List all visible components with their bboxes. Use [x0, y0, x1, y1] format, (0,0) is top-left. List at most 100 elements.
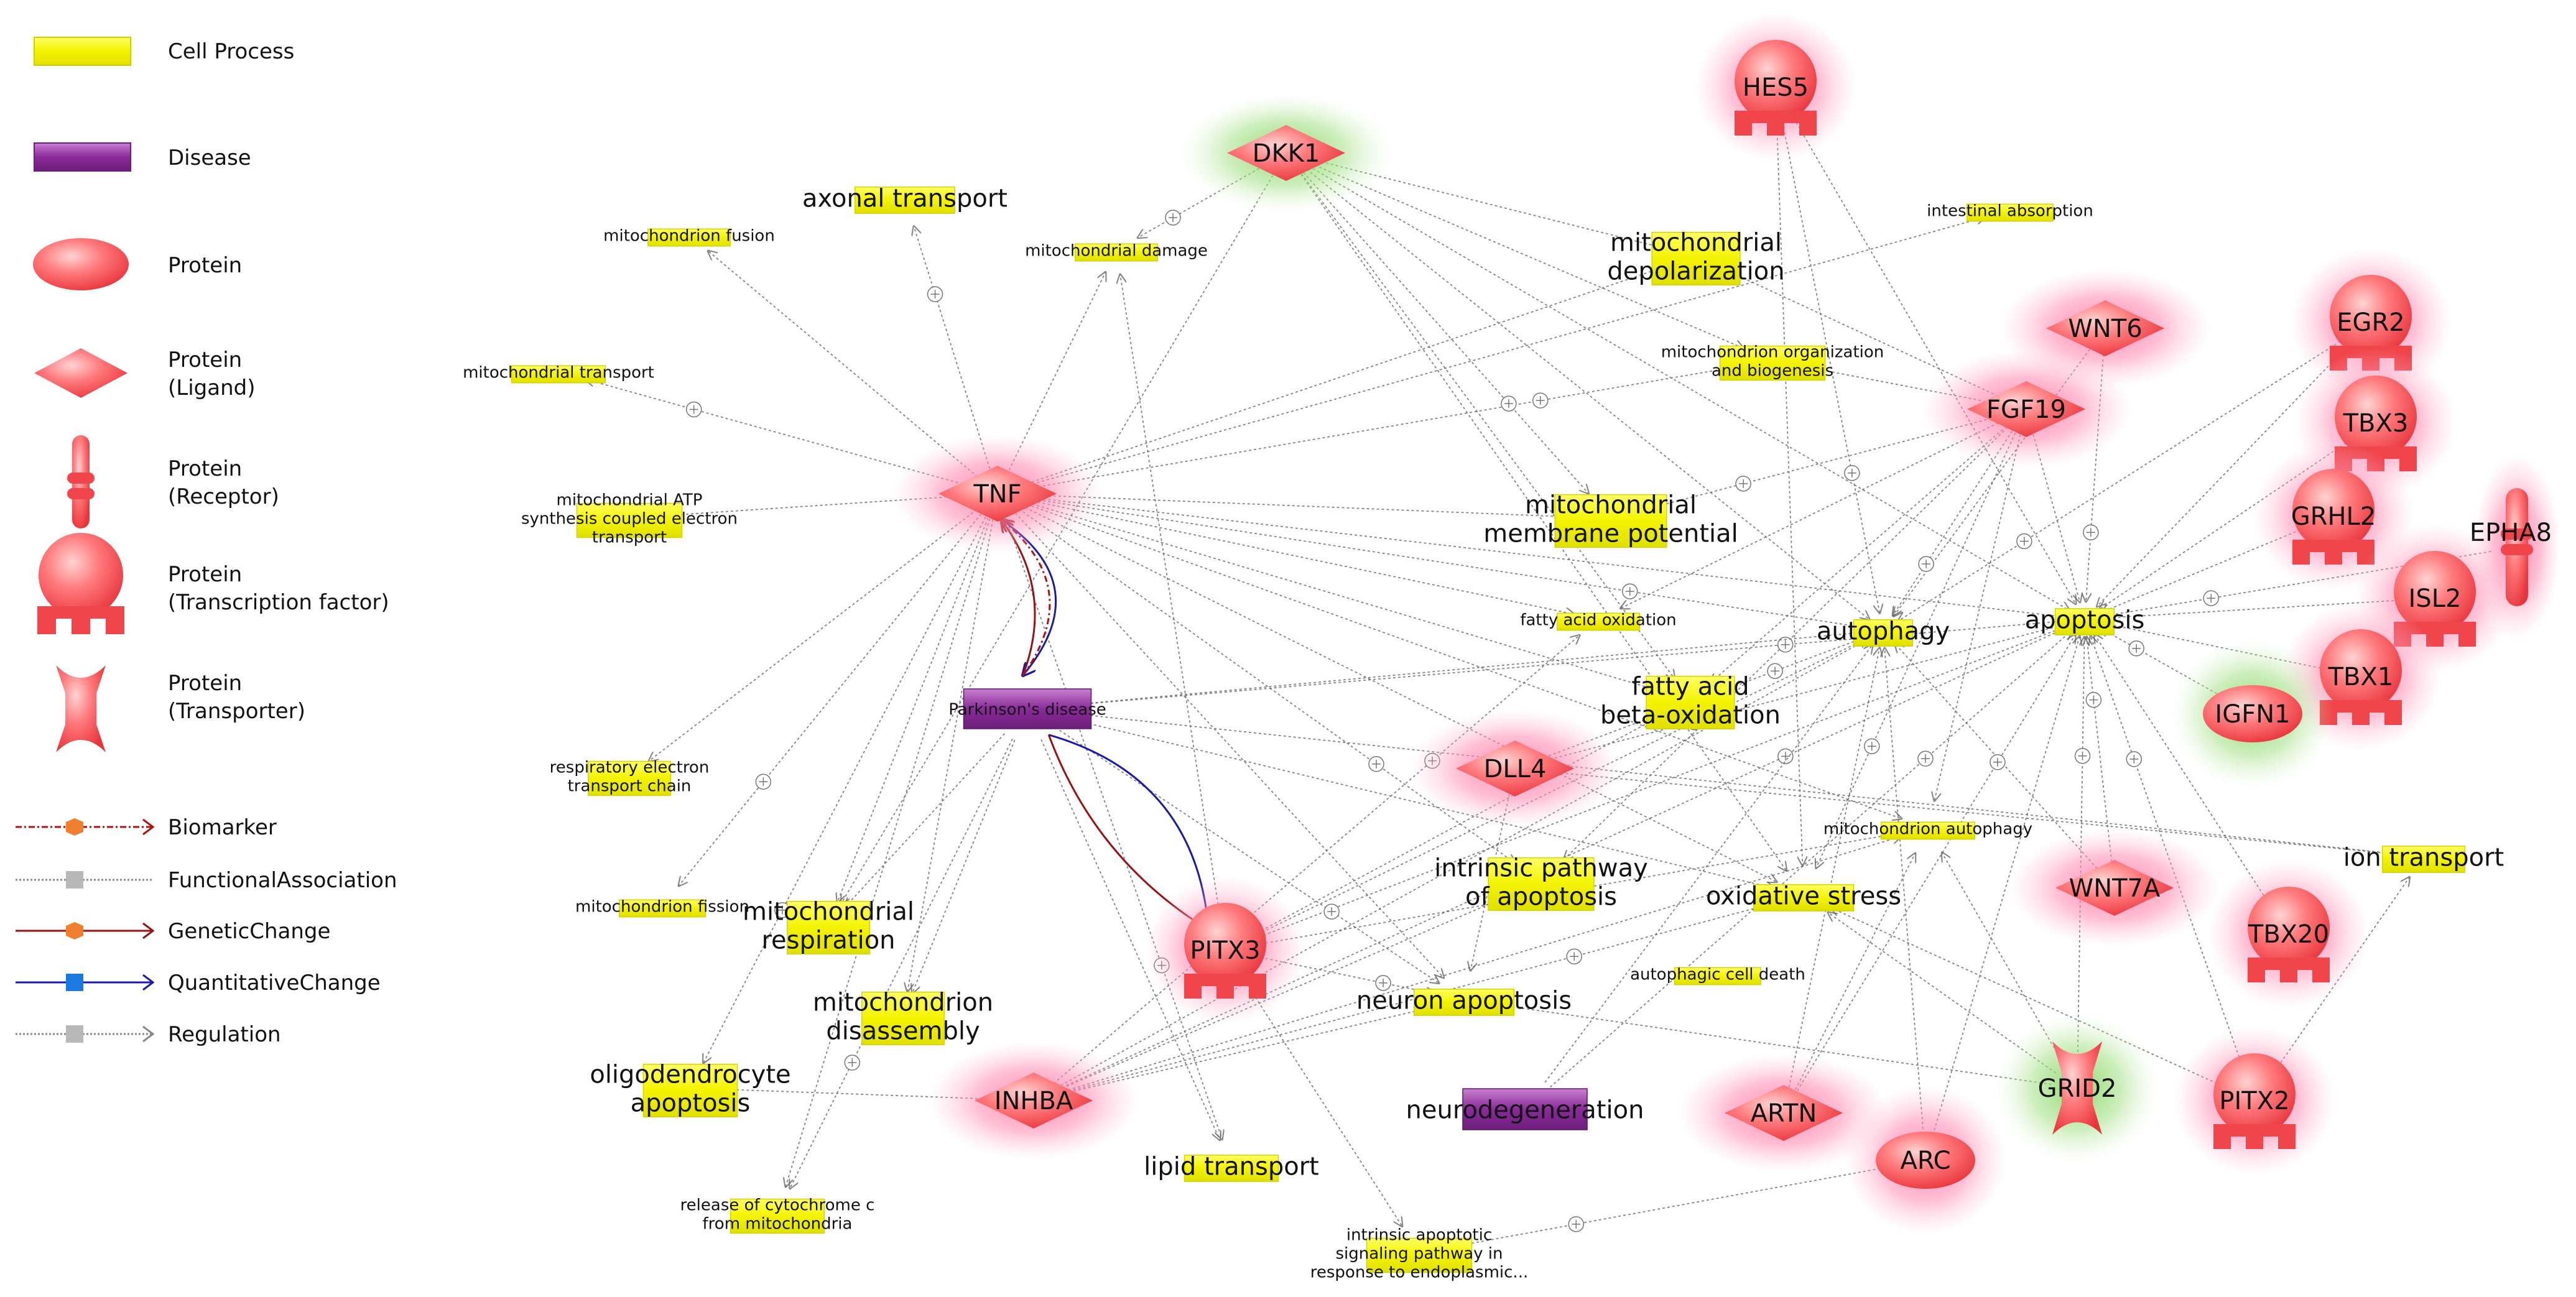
legend-protein-label: Protein — [168, 253, 242, 278]
ligand-shape — [1967, 381, 2085, 437]
legend-genetic: GeneticChange — [16, 919, 330, 944]
process-axonal-transport[interactable]: axonal transport — [802, 184, 1008, 214]
process-autophagy[interactable]: autophagy — [1817, 617, 1950, 647]
protein-label: EGR2 — [2337, 308, 2405, 337]
process-lipid-transport[interactable]: lipid transport — [1144, 1152, 1319, 1182]
process-fatty-acid-oxidation[interactable]: fatty acid oxidation — [1520, 611, 1677, 631]
plus-marker — [1777, 637, 1794, 653]
edge-regulation — [912, 739, 1016, 993]
process-label: response to endoplasmic... — [1310, 1263, 1528, 1281]
process-box — [576, 502, 683, 538]
protein-tnf[interactable]: TNF — [892, 435, 1103, 553]
protein-hes5[interactable]: HES5 — [1695, 12, 1856, 162]
edge-regulation — [1238, 971, 1402, 1226]
process-mitochondrion-autophagy[interactable]: mitochondrion autophagy — [1823, 819, 2032, 840]
plus-marker — [1777, 748, 1794, 765]
protein-label: HES5 — [1743, 73, 1809, 102]
process-label: apoptosis — [2025, 606, 2145, 634]
protein-inhba[interactable]: INHBA — [928, 1041, 1139, 1160]
process-neuron-apoptosis[interactable]: neuron apoptosis — [1356, 986, 1572, 1016]
edge-regulation — [1306, 168, 1869, 619]
tf-shape — [2394, 551, 2476, 633]
tf-shape — [2292, 469, 2374, 551]
edge-regulation — [785, 518, 991, 1187]
process-mitochondrial-damage[interactable]: mitochondrial damage — [1025, 241, 1208, 262]
protein-egr2[interactable]: EGR2 — [2290, 247, 2452, 397]
process-oxidative-stress[interactable]: oxidative stress — [1706, 882, 1901, 912]
protein-tbx20[interactable]: TBX20 — [2208, 859, 2370, 1009]
protein-label: WNT6 — [2068, 315, 2142, 343]
protein-dll4[interactable]: DLL4 — [1409, 709, 1621, 828]
legend-quantitative-label: QuantitativeChange — [168, 971, 381, 995]
legend-disease-swatch — [34, 142, 131, 172]
process-box — [588, 760, 671, 796]
disease-parkinsons-disease[interactable]: Parkinson's disease — [948, 688, 1106, 729]
protein-isl2[interactable]: ISL2 — [2354, 524, 2516, 673]
edge-regulation — [1022, 217, 1985, 487]
tf-shape — [2248, 887, 2330, 969]
process-label: mitochondrial — [743, 897, 914, 926]
process-box — [861, 991, 945, 1046]
disease-neurodegeneration[interactable]: neurodegeneration — [1406, 1088, 1644, 1130]
process-ion-transport[interactable]: ion transport — [2343, 843, 2504, 873]
protein-label: DLL4 — [1484, 755, 1547, 783]
edge-regulation — [1021, 504, 1777, 882]
disease-label: neurodegeneration — [1406, 1096, 1644, 1124]
protein-tbx1[interactable]: TBX1 — [2280, 602, 2442, 751]
process-box — [1646, 675, 1735, 730]
process-label: mitochondrial ATP — [557, 491, 703, 509]
protein-label: ISL2 — [2409, 584, 2462, 613]
legend-genetic-label: GeneticChange — [168, 919, 330, 944]
ligand-shape — [1227, 125, 1345, 181]
protein-artn[interactable]: ARTN — [1678, 1054, 1889, 1172]
process-label: from mitochondria — [703, 1214, 853, 1233]
ligand-shape — [938, 466, 1057, 522]
process-apoptosis[interactable]: apoptosis — [2025, 606, 2145, 635]
process-mitochondrial-transport[interactable]: mitochondrial transport — [463, 363, 654, 384]
protein-pitx2[interactable]: PITX2 — [2174, 1026, 2335, 1175]
legend-cell-process-swatch — [34, 37, 131, 66]
protein-igfn1[interactable]: IGFN1 — [2172, 639, 2333, 788]
legend-receptor: Protein (Receptor) — [67, 435, 279, 528]
protein-arc[interactable]: ARC — [1845, 1086, 2006, 1235]
process-box — [619, 899, 706, 918]
edge-regulation — [1621, 420, 2003, 609]
process-label: signaling pathway in — [1335, 1244, 1503, 1263]
process-label: and biogenesis — [1712, 361, 1833, 380]
protein-label: IGFN1 — [2215, 700, 2290, 729]
process-label: synthesis coupled electron — [521, 509, 738, 528]
protein-shape — [1876, 1132, 1975, 1189]
protein-dkk1[interactable]: DKK1 — [1180, 94, 1392, 212]
protein-fgf19[interactable]: FGF19 — [1920, 350, 2132, 468]
edge-regulation — [907, 519, 994, 992]
protein-grid2[interactable]: GRID2 — [1996, 1013, 2158, 1163]
legend-disease-label: Disease — [168, 145, 251, 170]
process-label: mitochondrial damage — [1025, 241, 1208, 260]
process-mitochondrion-fission[interactable]: mitochondrion fission — [575, 897, 749, 918]
protein-label: PITX2 — [2219, 1087, 2289, 1115]
plus-marker — [2128, 640, 2144, 657]
protein-pitx3[interactable]: PITX3 — [1144, 875, 1306, 1025]
edge-regulation — [2094, 634, 2275, 913]
protein-wnt7a[interactable]: WNT7A — [2009, 829, 2220, 947]
protein-shape — [2203, 685, 2302, 742]
process-mitochondrion-fusion[interactable]: mitochondrion fusion — [603, 226, 775, 247]
process-autophagic-cell-death[interactable]: autophagic cell death — [1630, 965, 1805, 985]
edge-regulation — [1932, 636, 2080, 1135]
edge-regulation — [1300, 173, 1786, 870]
disease-box — [963, 688, 1092, 729]
process-intestinal-absorption[interactable]: intestinal absorption — [1927, 201, 2093, 222]
legend-regulation: Regulation — [16, 1022, 281, 1047]
